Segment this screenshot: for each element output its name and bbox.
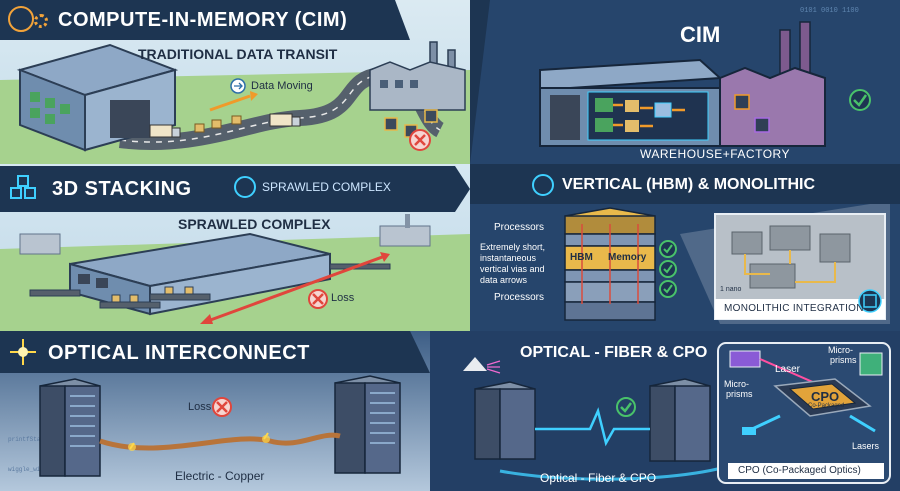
cubes-icon: [10, 175, 38, 201]
factory-badge-icon: [234, 176, 256, 198]
server-rack-icon-right: [649, 378, 711, 462]
data-moving-icon: [230, 78, 246, 94]
prism-icon: [463, 357, 501, 374]
optical-title-band: OPTICAL INTERCONNECT: [0, 331, 430, 373]
hbm-stack-icon: [564, 207, 656, 321]
microprisms-top-label-1: Micro-: [828, 345, 853, 355]
lasers-label: Lasers: [852, 441, 880, 451]
cpo-chip-label: CPO: [811, 389, 840, 404]
laser-label: Laser: [775, 364, 801, 375]
factory-icon: [369, 41, 466, 111]
cim-title: COMPUTE-IN-MEMORY (CIM): [58, 9, 348, 31]
cpo-inset: [717, 342, 891, 484]
hbm-label: HBM: [570, 252, 593, 263]
svg-text:0101 0010 1100: 0101 0010 1100: [800, 7, 859, 15]
monolithic-caption: MONOLITHIC INTEGRATION: [724, 303, 864, 314]
stacking-title-band: 3D STACKING SPRAWLED COMPLEX: [0, 166, 470, 212]
processors-bottom-label: Processors: [494, 292, 545, 303]
fiber-caption: Optical - Fiber & CPO: [540, 471, 657, 485]
brain-icon: [8, 6, 34, 32]
optical-title: OPTICAL INTERCONNECT: [48, 342, 310, 364]
traditional-subtitle: TRADITIONAL DATA TRANSIT: [138, 46, 338, 62]
chip-badge-icon: [858, 289, 882, 313]
server-rack-icon-left: [39, 378, 101, 477]
loss-x-icon: [308, 289, 328, 309]
sprawled-subtitle: SPRAWLED COMPLEX: [178, 216, 331, 232]
vias-label-1: Extremely short,: [480, 242, 546, 252]
check-icon: [616, 397, 636, 417]
copper-cable: [99, 432, 341, 451]
stacking-title: 3D STACKING: [52, 178, 192, 200]
scale-label: 1 nano: [720, 286, 742, 293]
data-moving-label: Data Moving: [251, 80, 313, 92]
cim-title-band: COMPUTE-IN-MEMORY (CIM): [0, 0, 410, 40]
optical-right-panel: OPTICAL - FIBER & CPO Optical - Fiber & …: [430, 331, 900, 491]
vias-label-4: data arrows: [480, 275, 528, 285]
server-rack-icon-left: [474, 381, 536, 460]
vias-label-3: vertical vias and: [480, 264, 545, 274]
check-icon: [849, 89, 871, 111]
cpo-inset-caption: CPO (Co-Packaged Optics): [738, 465, 861, 476]
stacking-right-panel: VERTICAL (HBM) & MONOLITHIC Processors E…: [470, 164, 900, 331]
gear-icon: [34, 14, 48, 28]
check-icons: [659, 240, 677, 298]
sprawled-badge: SPRAWLED COMPLEX: [232, 174, 432, 202]
cpo-chip-sublabel: Co-Packaged: [808, 403, 845, 409]
spark-icon: [10, 339, 36, 365]
cim-right-title: CIM: [680, 22, 721, 47]
layers-icon: [532, 174, 554, 196]
microprisms-top-label-2: prisms: [830, 355, 857, 365]
memory-label: Memory: [608, 252, 647, 263]
copper-caption: Electric - Copper: [175, 469, 265, 483]
vias-label-2: instantaneous: [480, 253, 537, 263]
microprisms-left-label-2: prisms: [726, 389, 753, 399]
loss-label: Loss: [331, 292, 355, 304]
copper-loss-label: Loss: [188, 401, 212, 413]
fiber-cpo-scene: [430, 331, 900, 491]
optical-right-title: OPTICAL - FIBER & CPO: [520, 344, 708, 361]
cim-warehouse-factory-scene: 0101 0010 1100: [470, 0, 871, 164]
sprawled-badge-label: SPRAWLED COMPLEX: [262, 180, 391, 194]
monolithic-inset: [680, 204, 890, 324]
microprisms-left-label-1: Micro-: [724, 379, 749, 389]
truck-icon: [149, 113, 301, 138]
loss-x-icon: [409, 129, 431, 151]
svg-text:printfStack(...);: printfStack(...);: [8, 436, 69, 443]
server-rack-icon-right: [334, 375, 401, 474]
hbm-monolithic-scene: [470, 164, 900, 324]
cim-right-caption: WAREHOUSE+FACTORY: [640, 147, 790, 161]
processors-top-label: Processors: [494, 222, 545, 233]
stacking-right-title: VERTICAL (HBM) & MONOLITHIC: [562, 176, 816, 193]
cim-right-panel: 0101 0010 1100 CIM WAREHOUSE+FACTORY: [470, 0, 900, 164]
loss-arrow: [200, 252, 390, 324]
loss-x-icon: [212, 397, 232, 417]
